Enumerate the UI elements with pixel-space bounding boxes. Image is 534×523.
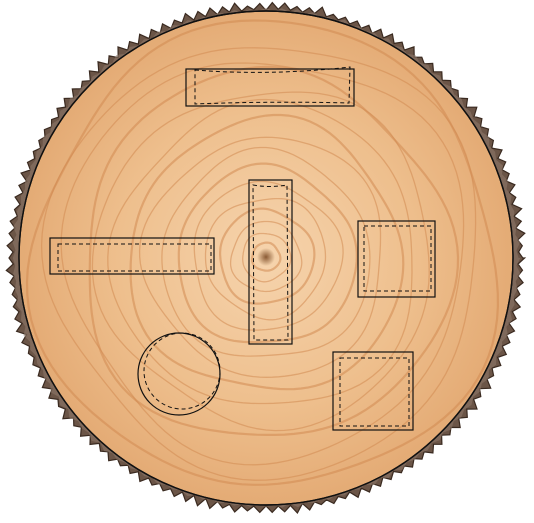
pith: [257, 248, 275, 266]
